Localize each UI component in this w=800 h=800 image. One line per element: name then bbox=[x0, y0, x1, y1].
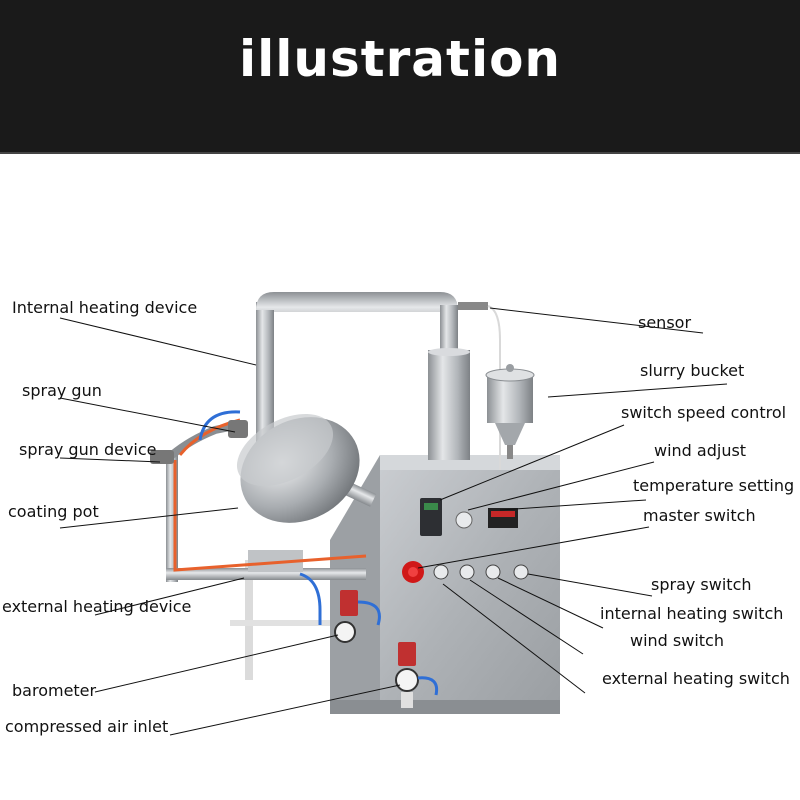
label-slurry-bucket: slurry bucket bbox=[640, 361, 744, 380]
external-heating-switch-knob bbox=[433, 564, 449, 580]
label-spray-switch: spray switch bbox=[651, 575, 752, 594]
label-internal-heating-device: Internal heating device bbox=[12, 298, 197, 317]
sensor bbox=[458, 302, 501, 470]
page-title: illustration bbox=[238, 30, 562, 88]
label-barometer: barometer bbox=[12, 681, 97, 700]
internal-heating-duct bbox=[256, 292, 470, 460]
label-external-heating-device: external heating device bbox=[2, 597, 191, 616]
label-switch-speed-control: switch speed control bbox=[621, 403, 786, 422]
wind-switch-knob bbox=[459, 564, 475, 580]
leader-lines bbox=[59, 307, 728, 736]
label-spray-gun-device: spray gun device bbox=[19, 440, 157, 459]
pneumatic-units bbox=[334, 590, 439, 708]
coating-pot bbox=[236, 413, 377, 523]
barometer-gauge bbox=[334, 621, 356, 643]
spray-gun-assembly bbox=[150, 410, 367, 625]
background-frame bbox=[230, 560, 340, 680]
internal-heating-switch-knob bbox=[485, 564, 501, 580]
label-temperature-setting: temperature setting bbox=[633, 476, 794, 495]
spray-switch-knob bbox=[513, 564, 529, 580]
label-sensor: sensor bbox=[638, 313, 691, 332]
label-wind-switch: wind switch bbox=[630, 631, 724, 650]
label-master-switch: master switch bbox=[643, 506, 756, 525]
label-coating-pot: coating pot bbox=[8, 502, 99, 521]
label-spray-gun: spray gun bbox=[22, 381, 102, 400]
slurry-bucket bbox=[485, 364, 535, 459]
label-external-heating-switch: external heating switch bbox=[602, 669, 790, 688]
label-compressed-air-inlet: compressed air inlet bbox=[5, 717, 168, 736]
wind-adjust-knob bbox=[455, 511, 473, 529]
label-internal-heating-switch: internal heating switch bbox=[600, 604, 783, 623]
air-inlet-gauge bbox=[395, 668, 419, 692]
callout-labels: Internal heating device spray gun spray … bbox=[2, 298, 794, 736]
label-wind-adjust: wind adjust bbox=[654, 441, 746, 460]
control-panel bbox=[402, 498, 529, 583]
header-divider bbox=[0, 152, 800, 174]
header-bar: illustration bbox=[0, 0, 800, 152]
